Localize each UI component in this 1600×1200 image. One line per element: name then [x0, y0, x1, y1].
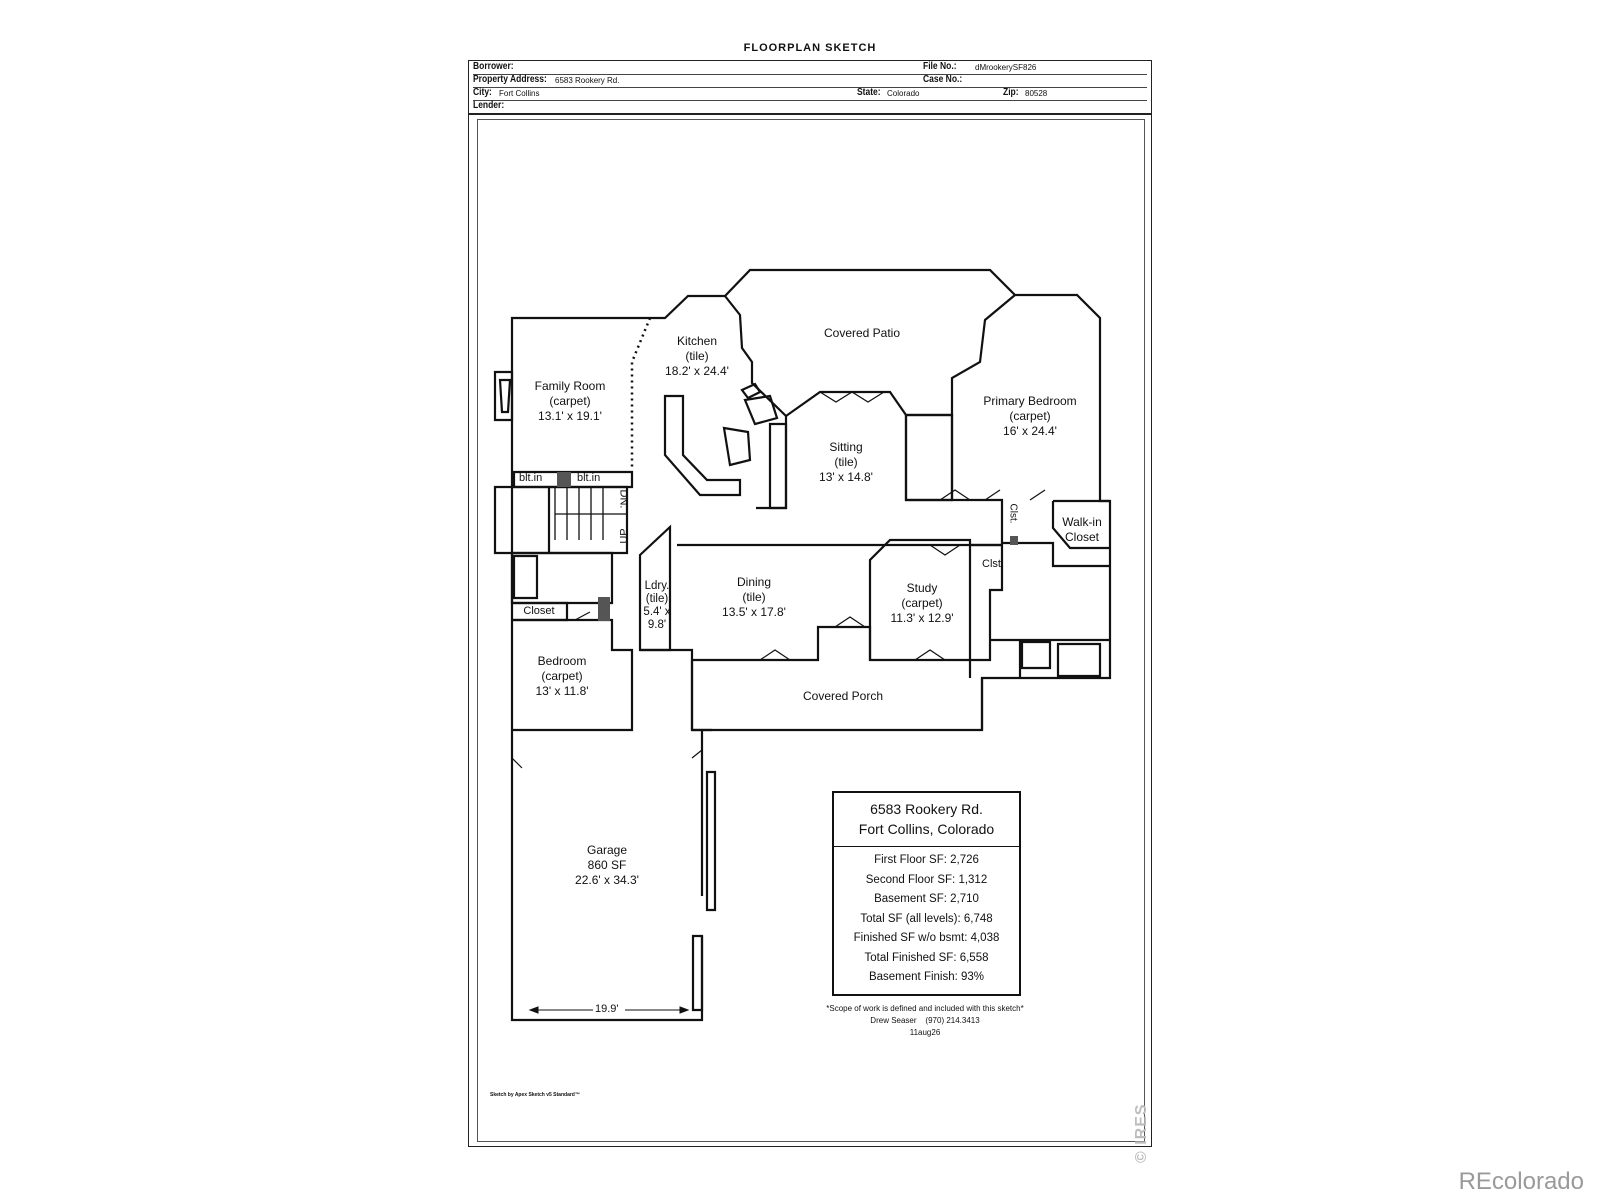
room-closet-small-1: Clst. — [1007, 503, 1019, 524]
summary-address-line1: 6583 Rookery Rd. — [870, 801, 983, 817]
stat-basement: Basement SF: 2,710 — [874, 893, 979, 905]
stair-enclosure — [549, 485, 629, 555]
fireplace — [493, 370, 514, 422]
stat-total: Total SF (all levels): 6,748 — [860, 912, 993, 925]
room-laundry: Ldry. (tile) 5.4' x 9.8' — [643, 580, 671, 631]
header-row-address: Property Address: 6583 Rookery Rd. Case … — [473, 74, 1147, 88]
property-address-value: 6583 Rookery Rd. — [555, 76, 620, 85]
builtin-label-1: blt.in — [519, 472, 543, 484]
city-label: City: — [473, 87, 492, 98]
header-box: Borrower: File No.: dMrookerySF826 Prope… — [468, 60, 1152, 114]
stat-total-finished: Total Finished SF: 6,558 — [864, 951, 989, 964]
master-shower — [1020, 640, 1052, 670]
summary-stats: First Floor SF: 2,726 Second Floor SF: 1… — [834, 847, 1019, 988]
kitchen-right-counter — [768, 422, 788, 510]
stair-up-label: UP — [618, 528, 631, 544]
stair-treads — [554, 487, 627, 540]
room-primary-bedroom: Primary Bedroom (carpet) 16' x 24.4' — [983, 394, 1077, 438]
zip-label: Zip: — [1003, 87, 1019, 98]
left-shower — [512, 554, 539, 600]
builtin-label-2: blt.in — [577, 472, 601, 484]
header-row-lender: Lender: — [473, 100, 1147, 113]
stat-second-floor: Second Floor SF: 1,312 — [865, 873, 988, 886]
stat-first-floor: First Floor SF: 2,726 — [874, 854, 979, 866]
stair-block — [493, 485, 551, 555]
room-walk-in-closet: Walk-in Closet — [1062, 515, 1102, 544]
property-address-label: Property Address: — [473, 74, 547, 85]
summary-address-line2: Fort Collins, Colorado — [858, 821, 995, 837]
square-footage-summary: 6583 Rookery Rd. Fort Collins, Colorado … — [832, 791, 1021, 996]
wall-pier-2 — [598, 597, 610, 621]
wall-pier-3 — [1010, 536, 1018, 545]
room-study: Study (carpet) 11.3' x 12.9' — [890, 581, 954, 625]
garage-door-1 — [705, 770, 717, 912]
file-no-label: File No.: — [923, 61, 957, 72]
room-garage: Garage 860 SF 22.6' x 34.3' — [575, 843, 639, 887]
kitchen-counter — [663, 394, 742, 497]
stat-finished-wo-bsmt: Finished SF w/o bsmt: 4,038 — [853, 932, 1000, 944]
covered-porch-outline — [690, 660, 984, 732]
recolorado-brand: REcolorado — [1458, 1168, 1584, 1195]
header-row-city: City: Fort Collins State: Colorado Zip: … — [473, 87, 1147, 101]
door-swings — [511, 391, 1046, 769]
stat-basement-finish: Basement Finish: 93% — [868, 971, 985, 983]
stair-dn-label: DN. — [617, 489, 630, 509]
dining-bottom-wall — [692, 625, 972, 678]
summary-address: 6583 Rookery Rd. Fort Collins, Colorado — [834, 793, 1019, 847]
room-dining: Dining (tile) 13.5' x 17.8' — [722, 575, 786, 619]
master-tub — [1056, 642, 1102, 678]
patio-inner-wall — [724, 294, 1016, 418]
state-value: Colorado — [887, 89, 920, 98]
garage-width-label: 19.9' — [595, 1003, 619, 1015]
master-bath-wall — [970, 543, 1110, 678]
sketch-frame — [468, 114, 1152, 1147]
scope-notes: *Scope of work is defined and included w… — [810, 1003, 1040, 1039]
room-closet: Closet — [523, 605, 555, 617]
garage-door-2 — [691, 934, 704, 1012]
file-no-value: dMrookerySF826 — [975, 63, 1037, 72]
room-covered-porch: Covered Porch — [802, 689, 884, 703]
city-value: Fort Collins — [499, 89, 540, 98]
sitting-right-wall — [904, 415, 952, 502]
study-wall — [868, 538, 972, 660]
garage-dimension — [528, 1006, 690, 1014]
open-partition — [630, 317, 652, 470]
header-row-borrower: Borrower: File No.: dMrookerySF826 — [473, 61, 1147, 75]
zip-value: 80528 — [1025, 89, 1048, 98]
walk-in-closet-wall — [1051, 499, 1110, 550]
bedroom-wall — [512, 618, 634, 732]
kitchen-appliance — [740, 382, 779, 426]
room-family-room: Family Room (carpet) 13.1' x 19.1' — [534, 379, 606, 423]
lender-label: Lender: — [473, 100, 505, 111]
state-label: State: — [857, 87, 881, 98]
case-no-label: Case No.: — [923, 74, 963, 85]
scope-note: *Scope of work is defined and included w… — [826, 1004, 1024, 1013]
software-credit: Sketch by Apex Sketch v5 Standard™ — [490, 1092, 580, 1098]
wall-pier-1 — [557, 472, 571, 487]
room-closet-small-2: Clst. — [982, 558, 1004, 570]
room-kitchen: Kitchen (tile) 18.2' x 24.4' — [665, 334, 729, 378]
room-bedroom: Bedroom (carpet) 13' x 11.8' — [535, 654, 589, 698]
kitchen-island — [722, 426, 752, 467]
appraiser-contact: Drew Seaser (970) 214.3413 — [870, 1016, 980, 1025]
sitting-bath — [904, 413, 954, 502]
sketch-date: 11aug26 — [909, 1028, 941, 1037]
room-sitting: Sitting (tile) 13' x 14.8' — [819, 440, 873, 484]
sheet-title: FLOORPLAN SKETCH — [743, 42, 877, 54]
hall-wall — [640, 648, 694, 730]
left-bath-wall — [510, 551, 614, 605]
room-covered-patio: Covered Patio — [823, 326, 901, 340]
sketch-inner-frame — [477, 119, 1145, 1142]
ires-watermark: © IRES — [1133, 1103, 1150, 1163]
borrower-label: Borrower: — [473, 61, 514, 72]
